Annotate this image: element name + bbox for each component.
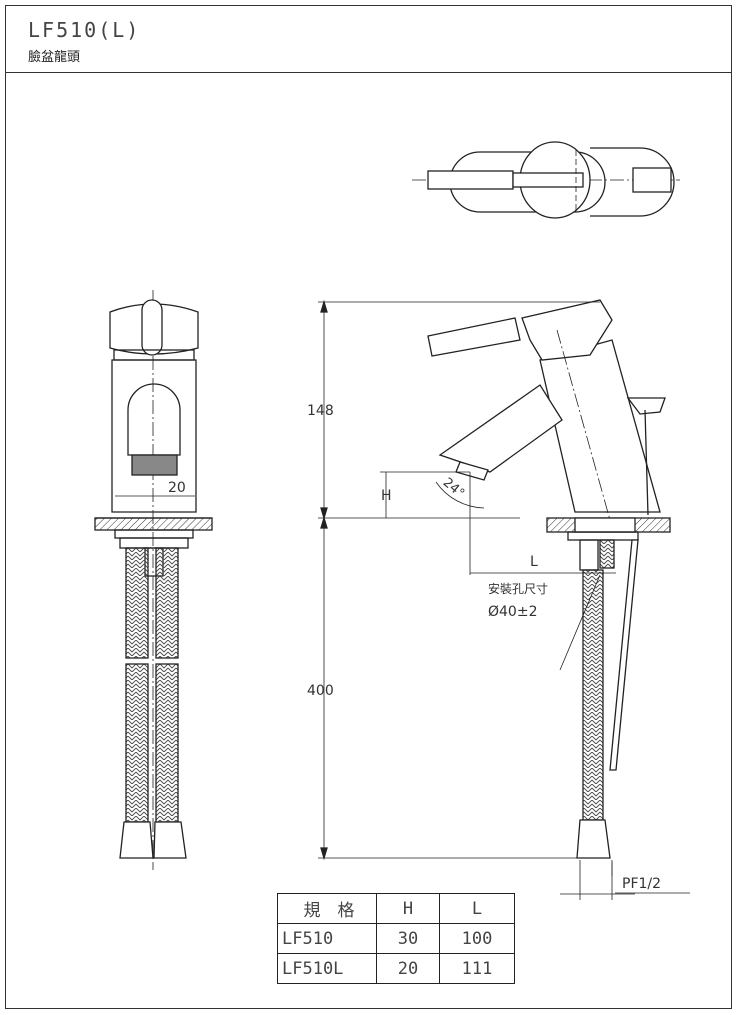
drawing-frame xyxy=(5,5,732,1009)
model-title: LF510(L) xyxy=(28,18,141,42)
dim-148: 148 xyxy=(307,403,334,419)
install-hole-value: Ø40±2 xyxy=(488,604,537,620)
table-header: L xyxy=(439,893,515,924)
table-row: LF510 30 100 xyxy=(277,923,515,954)
header-divider xyxy=(5,72,732,73)
table-cell: 30 xyxy=(376,923,440,954)
table-cell: LF510L xyxy=(277,953,377,984)
dim-20: 20 xyxy=(168,480,186,496)
spec-table: 規 格 H L LF510 30 100 LF510L 20 111 xyxy=(277,893,515,984)
table-header: 規 格 xyxy=(277,893,377,924)
table-header-row: 規 格 H L xyxy=(277,893,515,924)
top-view xyxy=(412,141,680,219)
table-header: H xyxy=(376,893,440,924)
side-view xyxy=(318,299,690,900)
dim-h: H xyxy=(381,488,392,504)
product-subtitle: 臉盆龍頭 xyxy=(28,50,81,65)
dim-400: 400 xyxy=(307,683,334,699)
table-row: LF510L 20 111 xyxy=(277,953,515,984)
front-view xyxy=(94,290,213,870)
install-hole-label: 安裝孔尺寸 xyxy=(488,581,548,596)
table-cell: 20 xyxy=(376,953,440,984)
dim-l: L xyxy=(530,554,538,570)
thread-spec: PF1/2 xyxy=(622,876,661,892)
table-cell: 100 xyxy=(439,923,515,954)
table-cell: LF510 xyxy=(277,923,377,954)
dim-angle: 24° xyxy=(440,475,467,501)
table-cell: 111 xyxy=(439,953,515,984)
